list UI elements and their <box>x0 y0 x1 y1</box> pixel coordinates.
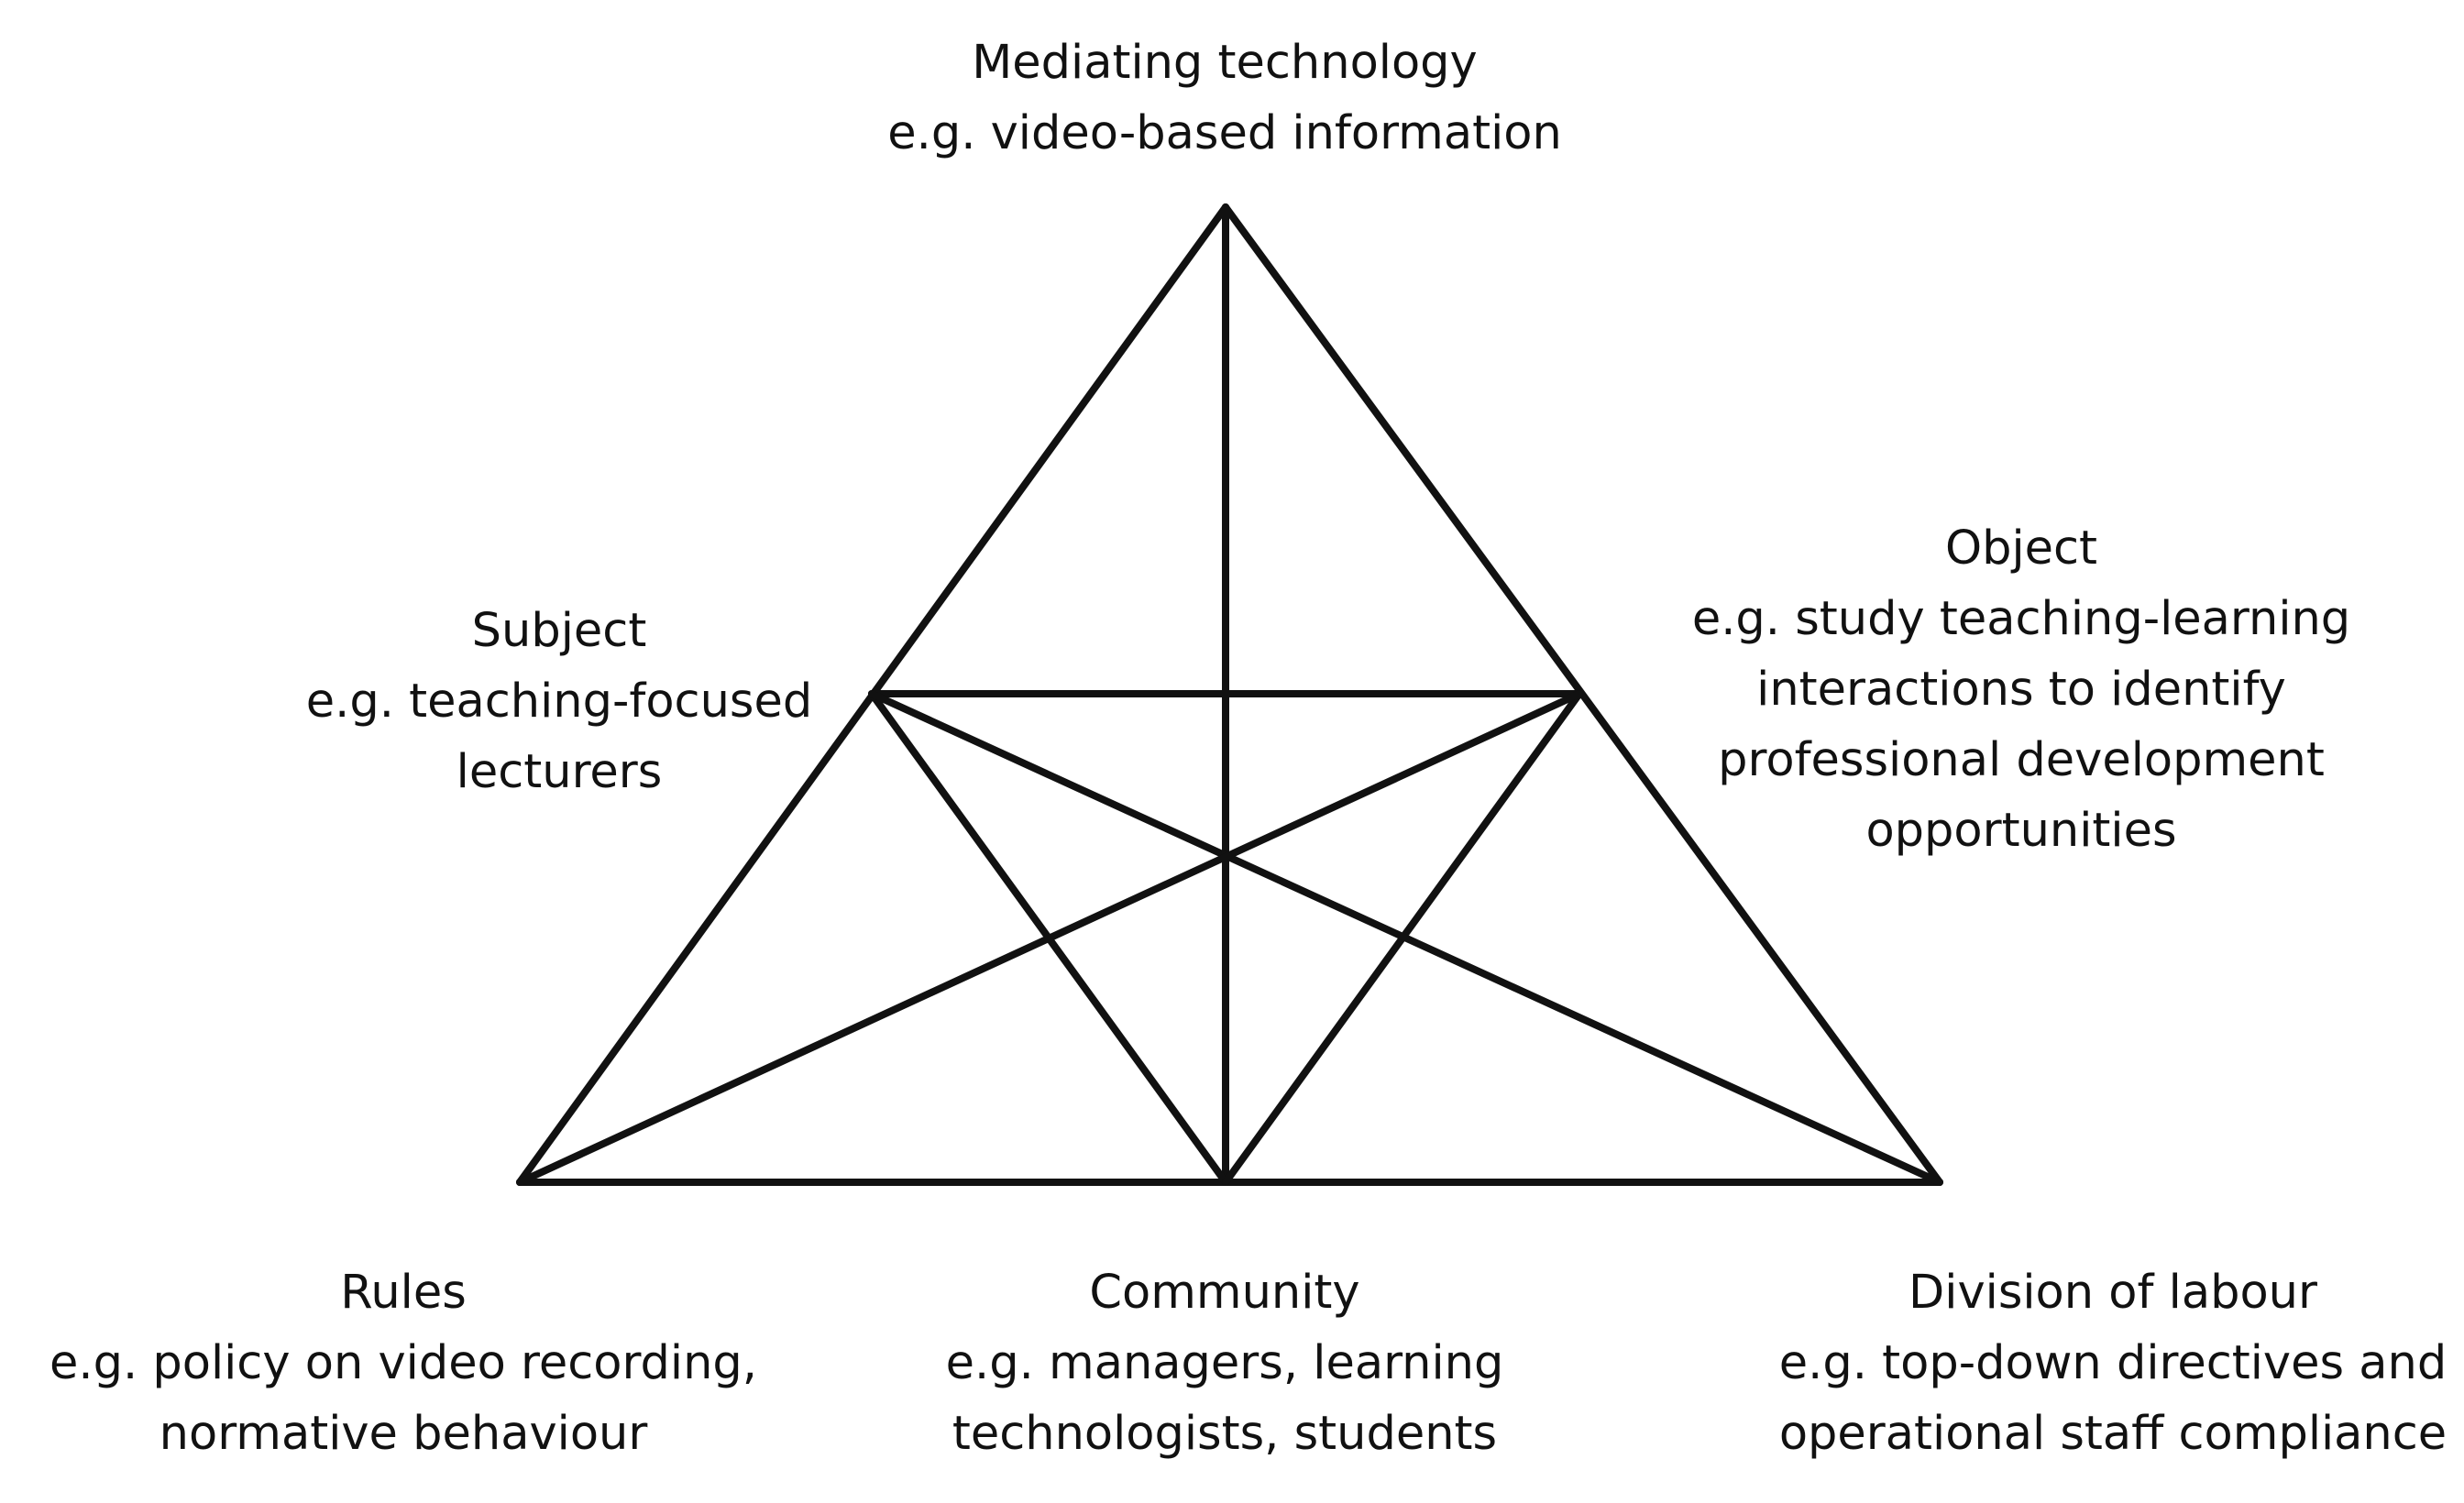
object-example-line-2: interactions to identify <box>1756 663 2286 717</box>
mediating-technology-example-line-1: e.g. video-based information <box>887 106 1562 160</box>
community-label: Community e.g. managers, learning techno… <box>946 1257 1504 1469</box>
object-label: Object e.g. study teaching-learning inte… <box>1692 513 2350 866</box>
community-example-line-1: e.g. managers, learning <box>945 1336 1504 1390</box>
community-example-line-2: technologists, students <box>952 1407 1498 1461</box>
object-title: Object <box>1944 521 2098 576</box>
rules-example-line-2: normative behaviour <box>159 1407 648 1461</box>
edge-object-to-rules <box>516 690 1583 1186</box>
mediating-technology-label: Mediating technology e.g. video-based in… <box>887 27 1562 169</box>
subject-label: Subject e.g. teaching-focused lecturers <box>306 596 812 807</box>
subject-example-line-1: e.g. teaching-focused <box>305 675 813 729</box>
community-title: Community <box>1089 1266 1360 1320</box>
subject-title: Subject <box>471 604 647 658</box>
division-of-labour-example-line-2: operational staff compliance <box>1778 1407 2448 1461</box>
edge-subject-to-division <box>868 690 1943 1186</box>
rules-label: Rules e.g. policy on video recording, no… <box>50 1257 757 1469</box>
object-example-line-4: opportunities <box>1865 804 2177 858</box>
division-of-labour-example-line-1: e.g. top-down directives and <box>1778 1336 2448 1390</box>
object-example-line-3: professional development <box>1718 733 2325 787</box>
division-of-labour-label: Division of labour e.g. top-down directi… <box>1779 1257 2447 1469</box>
mediating-technology-title: Mediating technology <box>972 36 1478 90</box>
object-example-line-1: e.g. study teaching-learning <box>1691 592 2351 646</box>
division-of-labour-title: Division of labour <box>1908 1266 2317 1320</box>
subject-example-line-2: lecturers <box>456 745 663 799</box>
rules-title: Rules <box>340 1266 467 1320</box>
rules-example-line-1: e.g. policy on video recording, <box>50 1336 757 1390</box>
